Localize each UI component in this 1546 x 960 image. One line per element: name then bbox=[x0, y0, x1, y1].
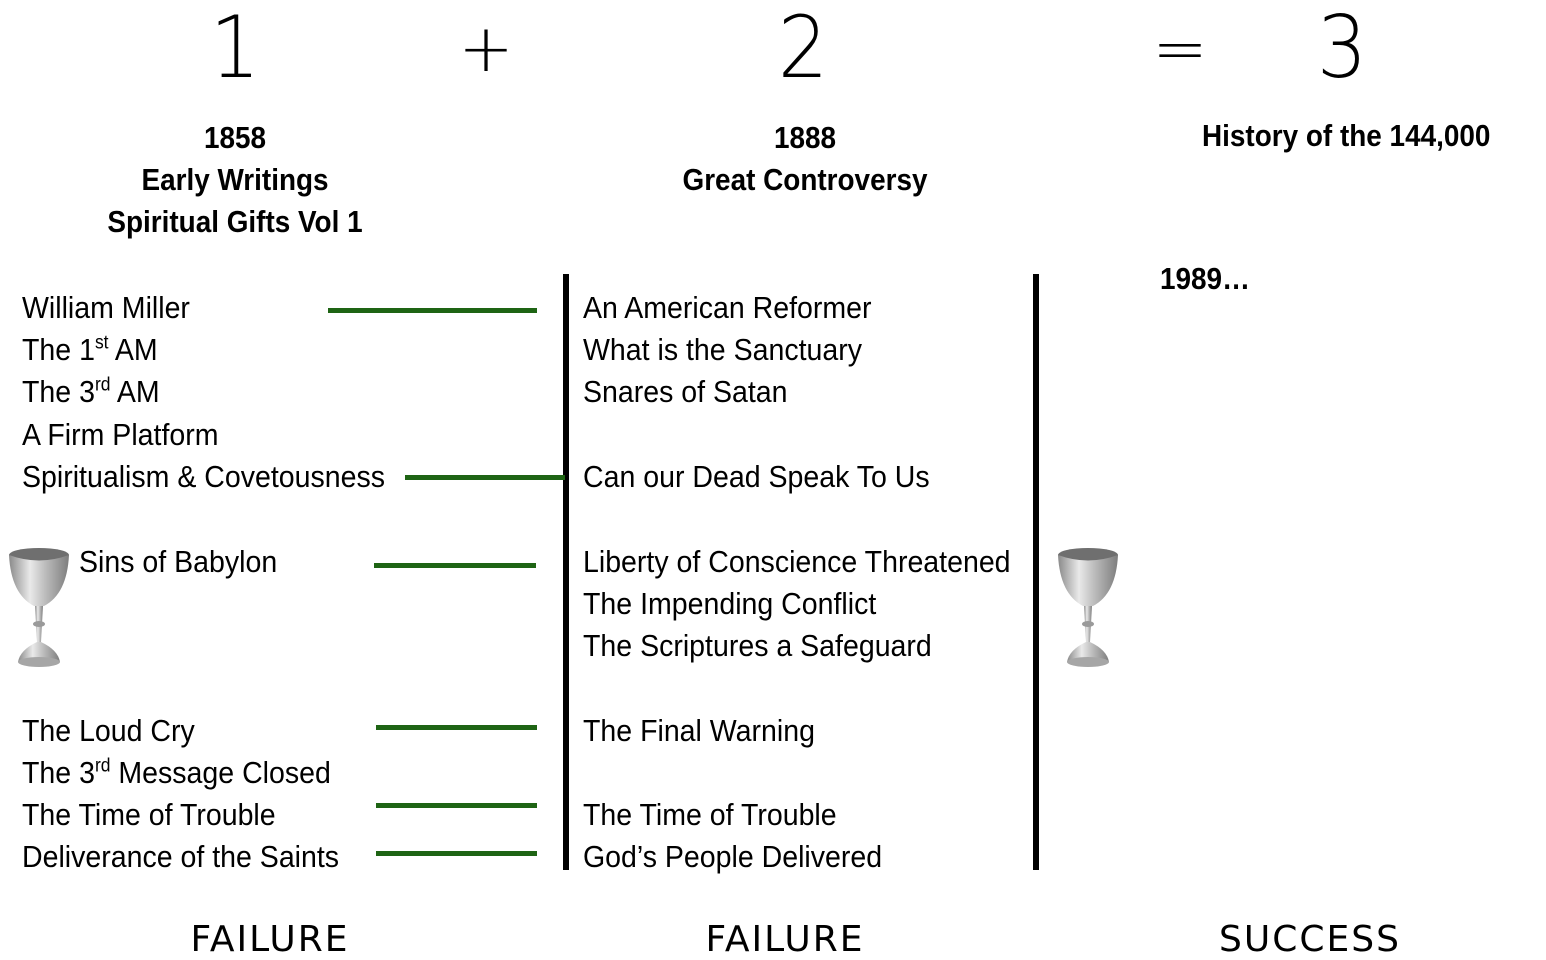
right-footer-label: SUCCESS bbox=[1219, 919, 1401, 960]
middle-heading: 1888 Great Controversy bbox=[648, 117, 963, 201]
chalice-icon bbox=[1058, 548, 1118, 667]
middle-item-impending-conflict: The Impending Conflict bbox=[583, 586, 877, 621]
right-column-divider bbox=[1033, 274, 1039, 870]
equation-term-2: 2 bbox=[777, 0, 829, 98]
middle-column-divider bbox=[563, 274, 569, 870]
left-item-third-message-closed: The 3rd Message Closed bbox=[22, 755, 331, 790]
middle-item-scriptures-safeguard: The Scriptures a Safeguard bbox=[583, 628, 932, 663]
connector-line bbox=[376, 725, 537, 730]
middle-heading-year: 1888 bbox=[773, 120, 837, 155]
middle-item-liberty-of-conscience: Liberty of Conscience Threatened bbox=[583, 544, 1011, 579]
middle-footer-label: FAILURE bbox=[705, 919, 865, 960]
left-item-first-angels-message: The 1st AM bbox=[22, 332, 158, 367]
left-heading-book-1: Early Writings bbox=[141, 162, 329, 197]
middle-heading-book: Great Controversy bbox=[682, 162, 928, 197]
equation-equals-sign: = bbox=[1152, 10, 1208, 87]
right-heading-date: 1989… bbox=[1160, 261, 1250, 296]
left-heading-year: 1858 bbox=[203, 120, 267, 155]
left-item-time-of-trouble: The Time of Trouble bbox=[22, 797, 276, 832]
left-heading-book-2: Spiritual Gifts Vol 1 bbox=[107, 204, 363, 239]
middle-item-final-warning: The Final Warning bbox=[583, 713, 815, 748]
equation-result-3: 3 bbox=[1316, 0, 1368, 98]
equation-term-1: 1 bbox=[209, 0, 261, 98]
connector-line bbox=[328, 308, 537, 313]
left-item-firm-platform: A Firm Platform bbox=[22, 417, 219, 452]
right-heading: History of the 144,000 bbox=[1202, 115, 1499, 157]
left-heading: 1858 Early Writings Spiritual Gifts Vol … bbox=[78, 117, 393, 243]
chalice-icon bbox=[9, 548, 69, 667]
left-item-sins-of-babylon: Sins of Babylon bbox=[79, 544, 278, 579]
left-item-deliverance-of-saints: Deliverance of the Saints bbox=[22, 839, 340, 874]
middle-item-dead-speak: Can our Dead Speak To Us bbox=[583, 459, 930, 494]
left-item-loud-cry: The Loud Cry bbox=[22, 713, 195, 748]
middle-item-american-reformer: An American Reformer bbox=[583, 290, 872, 325]
left-item-third-angels-message: The 3rd AM bbox=[22, 374, 160, 409]
left-item-spiritualism-covetousness: Spiritualism & Covetousness bbox=[22, 459, 385, 494]
connector-line bbox=[405, 475, 565, 480]
middle-item-snares-of-satan: Snares of Satan bbox=[583, 374, 788, 409]
connector-line bbox=[374, 563, 536, 568]
left-item-william-miller: William Miller bbox=[22, 290, 190, 325]
middle-item-sanctuary: What is the Sanctuary bbox=[583, 332, 862, 367]
connector-line bbox=[376, 851, 537, 856]
connector-line bbox=[376, 803, 537, 808]
middle-item-time-of-trouble: The Time of Trouble bbox=[583, 797, 837, 832]
right-heading-title: History of the 144,000 bbox=[1202, 118, 1491, 153]
equation-plus-sign: + bbox=[458, 10, 514, 87]
middle-item-people-delivered: God’s People Delivered bbox=[583, 839, 883, 874]
left-footer-label: FAILURE bbox=[190, 919, 350, 960]
